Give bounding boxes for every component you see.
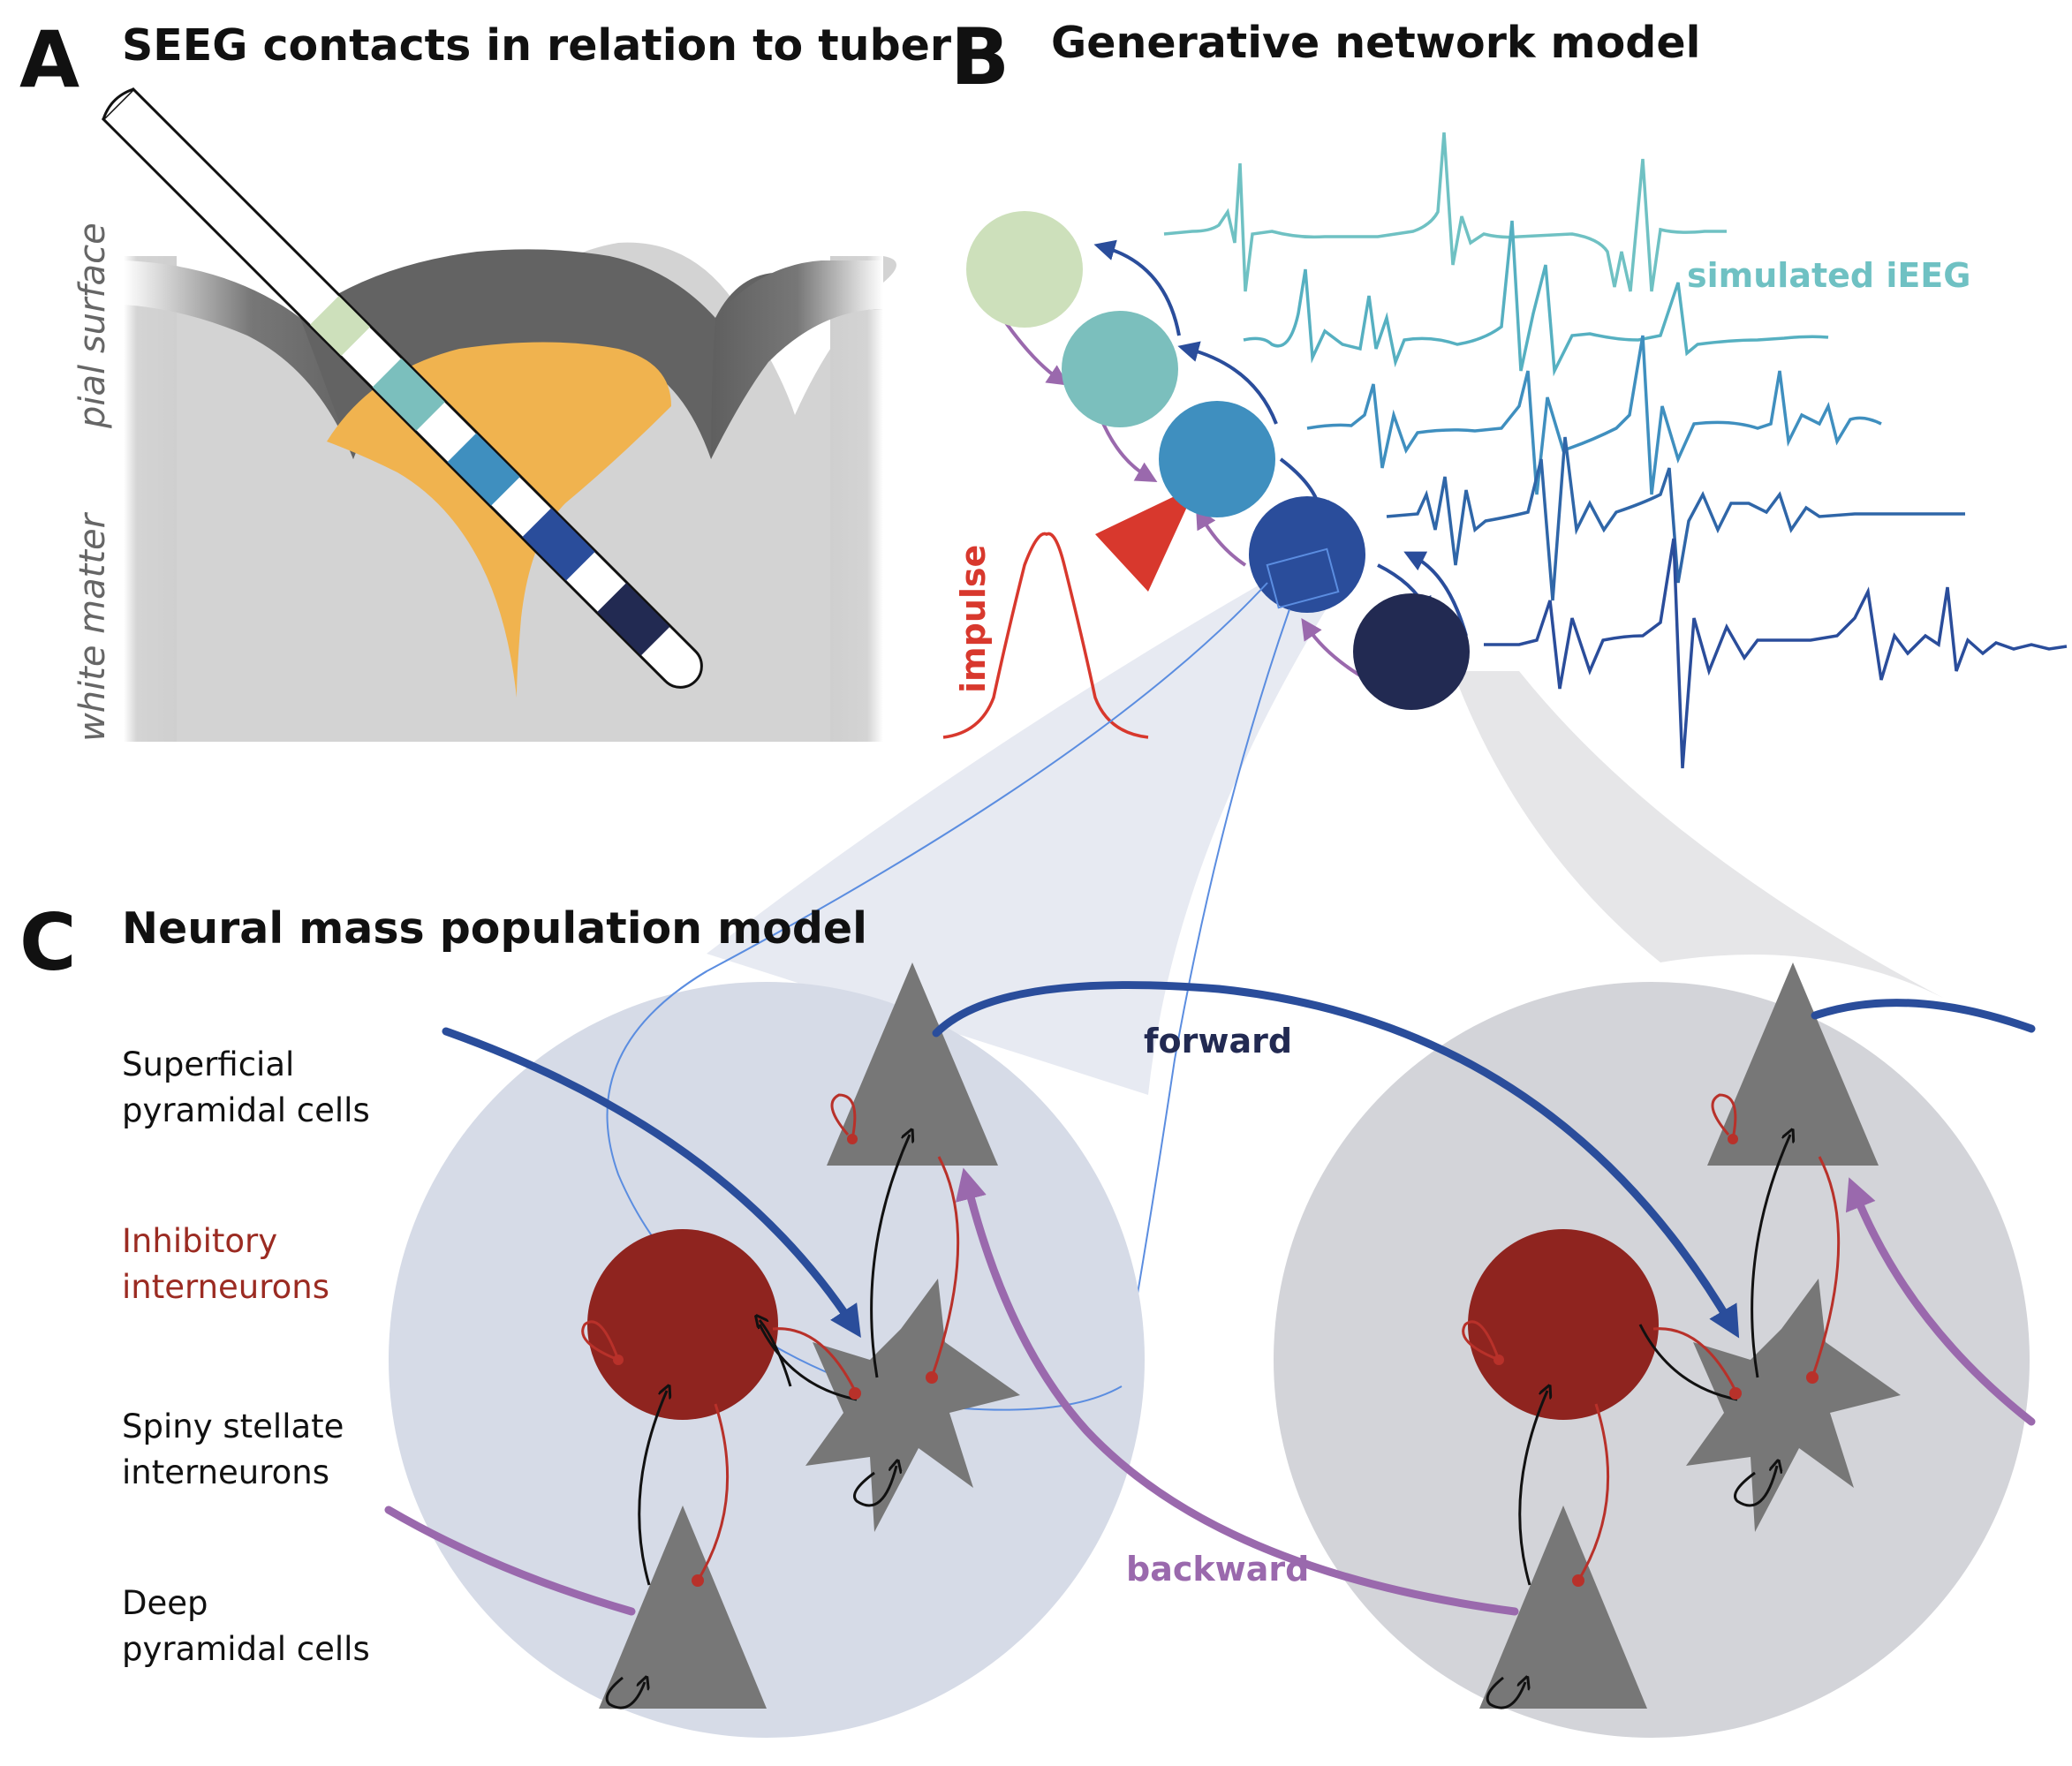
dp-to-ii-right — [1518, 1391, 1547, 1586]
row-label-superficial-2: pyramidal cells — [122, 1091, 370, 1129]
row-label-spiny-2: interneurons — [122, 1453, 329, 1491]
label-backward: backward — [1126, 1550, 1309, 1589]
ss-to-sp-left — [870, 1135, 910, 1378]
panel-b: B Generative network model simulated iEE… — [606, 11, 2068, 1411]
panel-a-letter: A — [19, 14, 79, 105]
backward-connections — [384, 1167, 2036, 1616]
contact-3 — [447, 433, 520, 506]
sp-self-right — [1711, 1093, 1737, 1140]
contact-2 — [372, 358, 445, 431]
contact-5 — [597, 583, 670, 656]
ii-to-ss-red-right — [1652, 1327, 1737, 1392]
superficial-pyramidal-right — [1707, 962, 1879, 1166]
contact-1 — [310, 296, 370, 356]
contact-4 — [522, 508, 595, 581]
deep-pyramidal-right — [1479, 1506, 1647, 1709]
label-simulated-ieeg: simulated iEEG — [1687, 256, 1970, 295]
cortex-ribbon-right — [711, 260, 883, 459]
row-label-deep-1: Deep — [122, 1584, 208, 1622]
impulse-arrow — [1095, 486, 1197, 592]
spiny-stellate-right — [1686, 1279, 1901, 1532]
ii-self-left — [581, 1320, 620, 1362]
inhibitory-interneuron-right — [1468, 1229, 1659, 1420]
ii-to-dp-red-right — [1577, 1403, 1610, 1581]
purple-link-3 — [1196, 507, 1247, 567]
label-forward: forward — [1144, 1022, 1292, 1060]
trace-1 — [1163, 132, 1727, 292]
back-link-1 — [1093, 239, 1181, 336]
sp-to-ss-red-right — [1811, 1156, 1841, 1378]
row-label-inhibitory-2: interneurons — [122, 1268, 329, 1306]
spiny-stellate-left — [805, 1279, 1020, 1532]
label-impulse: impulse — [954, 545, 993, 693]
network-node-1 — [966, 211, 1083, 328]
microcircuit-left — [581, 962, 1020, 1709]
panel-a: A SEEG contacts in relation to tuber pia… — [19, 14, 952, 743]
zoom-cone-grey-main — [1453, 671, 1943, 998]
dp-self-right — [1486, 1678, 1525, 1709]
row-label-inhibitory-1: Inhibitory — [122, 1222, 277, 1260]
superficial-pyramidal-left — [827, 962, 998, 1166]
backward-in-left — [384, 1506, 636, 1616]
backward-in-right — [1845, 1177, 2036, 1426]
backward-right-to-left — [955, 1167, 1519, 1616]
deep-pyramidal-left — [599, 1506, 767, 1709]
forward-left-to-right — [932, 981, 1740, 1339]
network-node-2 — [1062, 311, 1178, 427]
panel-a-title: SEEG contacts in relation to tuber — [122, 20, 952, 71]
ii-to-ss-red-left — [772, 1327, 857, 1392]
back-link-2 — [1177, 341, 1278, 425]
inhibitory-interneuron-left — [587, 1229, 778, 1420]
network-node-3 — [1159, 401, 1275, 517]
grey-fade-right — [830, 256, 883, 742]
ss-to-ii-left-2 — [758, 1324, 858, 1401]
label-pial-surface: pial surface — [72, 223, 113, 429]
ss-to-ii-left — [760, 1320, 792, 1387]
zoom-box — [1266, 547, 1340, 609]
label-white-matter: white matter — [72, 511, 113, 742]
dp-self-left — [605, 1678, 645, 1709]
trace-3 — [1306, 335, 1882, 495]
panel-c-title: Neural mass population model — [122, 903, 867, 954]
ii-to-dp-red-left — [696, 1403, 730, 1581]
ii-self-right — [1462, 1320, 1501, 1362]
panel-c: C Neural mass population model Superfici… — [19, 897, 2036, 1738]
trace-5 — [1484, 538, 2068, 769]
seeg-electrode — [101, 87, 703, 689]
forward-connections — [442, 981, 2036, 1339]
tuber — [327, 342, 671, 698]
ss-self-left — [853, 1466, 897, 1507]
microcircuit-right — [1462, 962, 1901, 1709]
network-node-5 — [1353, 593, 1470, 710]
cortex-ribbon-left — [124, 260, 380, 459]
forward-in-left — [442, 1027, 861, 1339]
panel-b-letter: B — [950, 11, 1010, 102]
ieeg-traces — [1163, 132, 2068, 769]
forward-out-right — [1811, 999, 2036, 1033]
sp-self-left — [830, 1093, 857, 1140]
purple-link-4 — [1301, 618, 1362, 677]
row-label-superficial-1: Superficial — [122, 1045, 294, 1083]
trace-2 — [1243, 220, 1829, 377]
ss-to-ii-right — [1638, 1324, 1738, 1401]
panel-b-title: Generative network model — [1051, 18, 1700, 68]
purple-link-1 — [1001, 316, 1069, 386]
grey-fade-left — [124, 256, 177, 742]
row-label-spiny-1: Spiny stellate — [122, 1408, 344, 1445]
node-connections — [1001, 239, 1468, 677]
trace-4 — [1386, 436, 1965, 601]
sp-to-ss-red-left — [930, 1156, 960, 1378]
impulse-curve — [942, 532, 1149, 739]
dp-to-ii-left — [638, 1391, 667, 1586]
row-label-deep-2: pyramidal cells — [122, 1630, 370, 1668]
panel-c-letter: C — [19, 897, 77, 988]
ss-self-right — [1734, 1466, 1778, 1507]
zoom-cone-blue — [707, 583, 1342, 1095]
ss-to-sp-right — [1751, 1135, 1790, 1378]
